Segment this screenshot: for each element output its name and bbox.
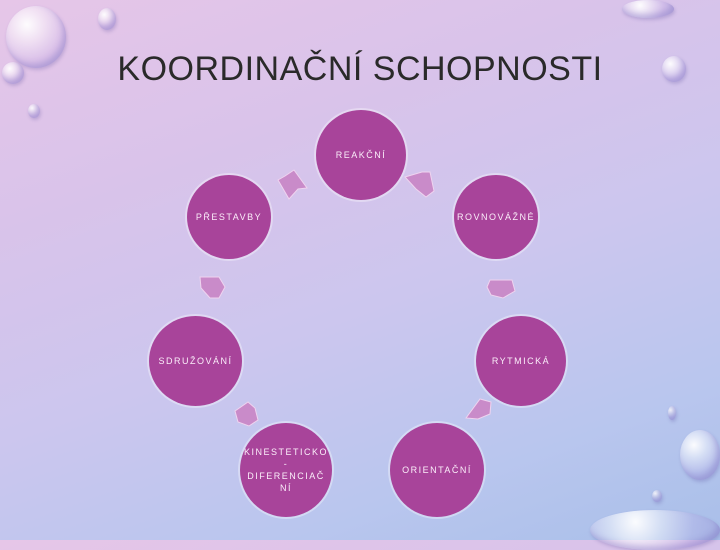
cycle-arrow: [199, 276, 226, 299]
cycle-arrow: [486, 279, 516, 299]
slide-title: KOORDINAČNÍ SCHOPNOSTI: [117, 50, 603, 88]
water-drop-decoration: [98, 8, 116, 30]
diagram-node-kinesteticko-diferenciacni: KINESTETICKO - DIFERENCIAČ NÍ: [240, 423, 332, 517]
node-label: RYTMICKÁ: [491, 356, 551, 366]
water-drop-decoration: [668, 406, 676, 420]
water-drop-decoration: [28, 104, 40, 118]
cycle-arrow: [465, 398, 492, 420]
diagram-node-rovnovazne: ROVNOVÁŽNÉ: [454, 175, 538, 259]
diagram-node-reakcni: REAKČNÍ: [316, 110, 406, 200]
node-label: KINESTETICKO - DIFERENCIAČ NÍ: [243, 447, 328, 493]
node-label: ORIENTAČNÍ: [402, 465, 472, 475]
water-drop-decoration: [652, 490, 662, 502]
water-drop-decoration: [662, 56, 686, 82]
water-drop-decoration: [2, 62, 24, 84]
diagram-node-rytmicka: RYTMICKÁ: [476, 316, 566, 406]
cycle-arrow: [234, 401, 259, 427]
node-label: SDRUŽOVÁNÍ: [158, 356, 233, 366]
diagram-node-orientacni: ORIENTAČNÍ: [390, 423, 484, 517]
node-label: REAKČNÍ: [335, 150, 387, 160]
water-drop-decoration: [680, 430, 720, 480]
water-drop-decoration: [6, 6, 66, 68]
water-drop-decoration: [622, 0, 674, 18]
node-label: PŘESTAVBY: [195, 212, 263, 222]
cycle-arrow: [404, 171, 435, 198]
diagram-node-prestavby: PŘESTAVBY: [187, 175, 271, 259]
node-label: ROVNOVÁŽNÉ: [456, 212, 535, 222]
cycle-arrow: [277, 169, 308, 200]
diagram-node-sdruzovani: SDRUŽOVÁNÍ: [149, 316, 242, 406]
